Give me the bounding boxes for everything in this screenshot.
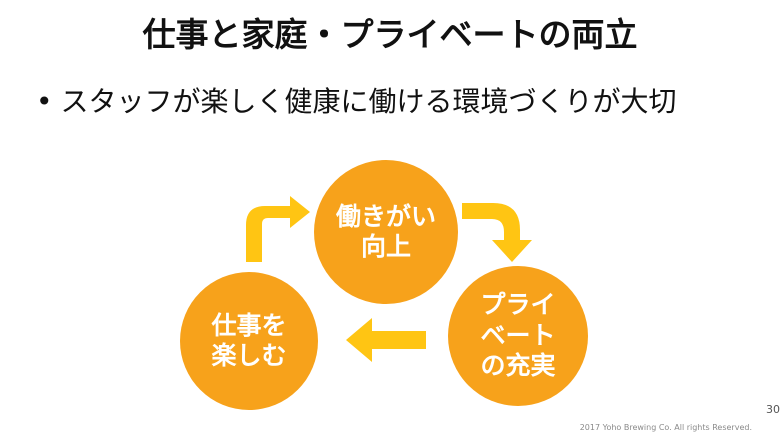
cycle-node-text: ベート [480,320,556,350]
bullet-point: •スタッフが楽しく健康に働ける環境づくりが大切 [36,82,766,122]
bullet-text: スタッフが楽しく健康に働ける環境づくりが大切 [60,85,677,118]
cycle-node-text: 働きがい [335,201,436,231]
arrow-right-to-left [346,318,426,362]
cycle-node-text: の充実 [480,351,556,381]
cycle-node-text: プライ [480,290,556,320]
bullet-marker: • [36,85,53,118]
page-number: 30 [766,403,780,416]
cycle-node-private-life: プライ ベート の充実 [448,266,588,406]
cycle-node-text: 楽しむ [211,341,287,370]
copyright-footer: 2017 Yoho Brewing Co. All rights Reserve… [579,423,752,432]
slide-title: 仕事と家庭・プライベートの両立 [142,15,638,54]
cycle-node-text: 向上 [360,232,411,261]
cycle-node-motivation: 働きがい 向上 [314,160,458,304]
cycle-node-text: 仕事を [211,310,287,340]
arrow-top-to-right [462,203,532,262]
arrow-left-to-top [246,196,310,262]
cycle-node-enjoy-work: 仕事を 楽しむ [180,272,318,410]
